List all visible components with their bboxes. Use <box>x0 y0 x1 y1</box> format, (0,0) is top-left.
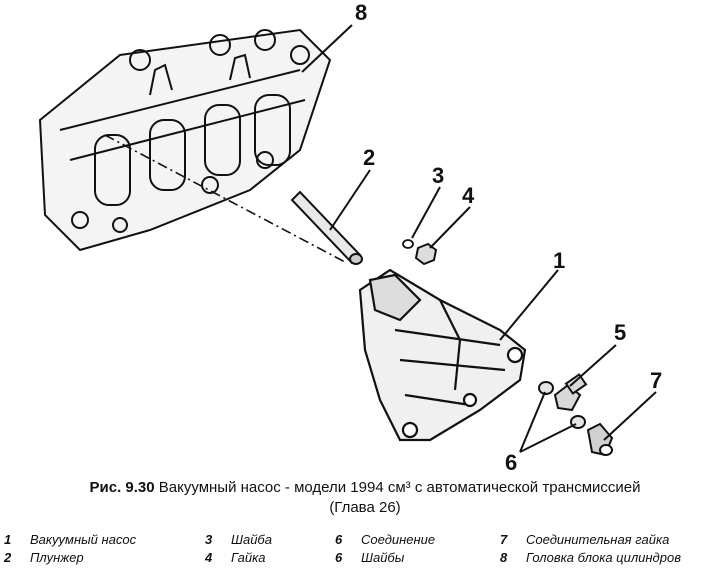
callout-4: 4 <box>462 183 475 208</box>
vacuum-pump-illustration: 8 2 3 4 1 5 7 6 <box>38 0 662 470</box>
legend-item: 6 Шайбы <box>335 550 404 565</box>
legend-item: 7 Соединительная гайка <box>500 532 669 547</box>
legend-label: Головка блока цилиндров <box>526 550 681 565</box>
callout-8: 8 <box>355 0 367 25</box>
caption-figure-number: Рис. 9.30 <box>89 479 155 496</box>
exploded-view-drawing: 8 2 3 4 1 5 7 6 <box>38 0 662 470</box>
legend-item: 6 Соединение <box>335 532 435 547</box>
legend-item: 3 Шайба <box>205 532 272 547</box>
legend-number: 3 <box>205 532 213 547</box>
figure-caption: Рис. 9.30 Вакуумный насос - модели 1994 … <box>20 478 710 518</box>
union-fitting <box>553 373 588 412</box>
assembly-axis-line <box>104 134 346 263</box>
nut <box>414 242 438 266</box>
callout-2: 2 <box>363 145 375 170</box>
legend-label: Соединение <box>361 532 436 547</box>
caption-chapter: (Глава 26) <box>329 499 401 516</box>
caption-text: Вакуумный насос - модели 1994 см³ с авто… <box>158 479 641 496</box>
callout-5: 5 <box>614 320 626 345</box>
legend-number: 8 <box>500 550 508 565</box>
legend-item: 1 Вакуумный насос <box>4 532 136 547</box>
legend-number: 6 <box>335 532 343 547</box>
legend-number: 7 <box>500 532 508 547</box>
legend-label: Шайбы <box>361 550 405 565</box>
legend-label: Соединительная гайка <box>526 532 670 547</box>
legend-label: Плунжер <box>30 550 84 565</box>
legend-number: 6 <box>335 550 343 565</box>
legend-label: Вакуумный насос <box>30 532 137 547</box>
legend-label: Гайка <box>231 550 266 565</box>
callout-3: 3 <box>432 163 444 188</box>
legend-item: 4 Гайка <box>205 550 265 565</box>
callout-1: 1 <box>553 248 565 273</box>
legend-number: 2 <box>4 550 12 565</box>
washer <box>402 239 414 249</box>
legend-number: 4 <box>205 550 213 565</box>
leader-lines <box>301 24 657 453</box>
plunger <box>290 190 363 265</box>
callout-7: 7 <box>650 368 662 393</box>
vacuum-pump <box>358 268 527 442</box>
legend-label: Шайба <box>231 532 272 547</box>
legend-item: 8 Головка блока цилиндров <box>500 550 681 565</box>
union-nut <box>586 422 614 457</box>
legend-number: 1 <box>4 532 12 547</box>
callout-6: 6 <box>505 450 517 470</box>
legend-item: 2 Плунжер <box>4 550 84 565</box>
cylinder-head <box>38 28 332 252</box>
